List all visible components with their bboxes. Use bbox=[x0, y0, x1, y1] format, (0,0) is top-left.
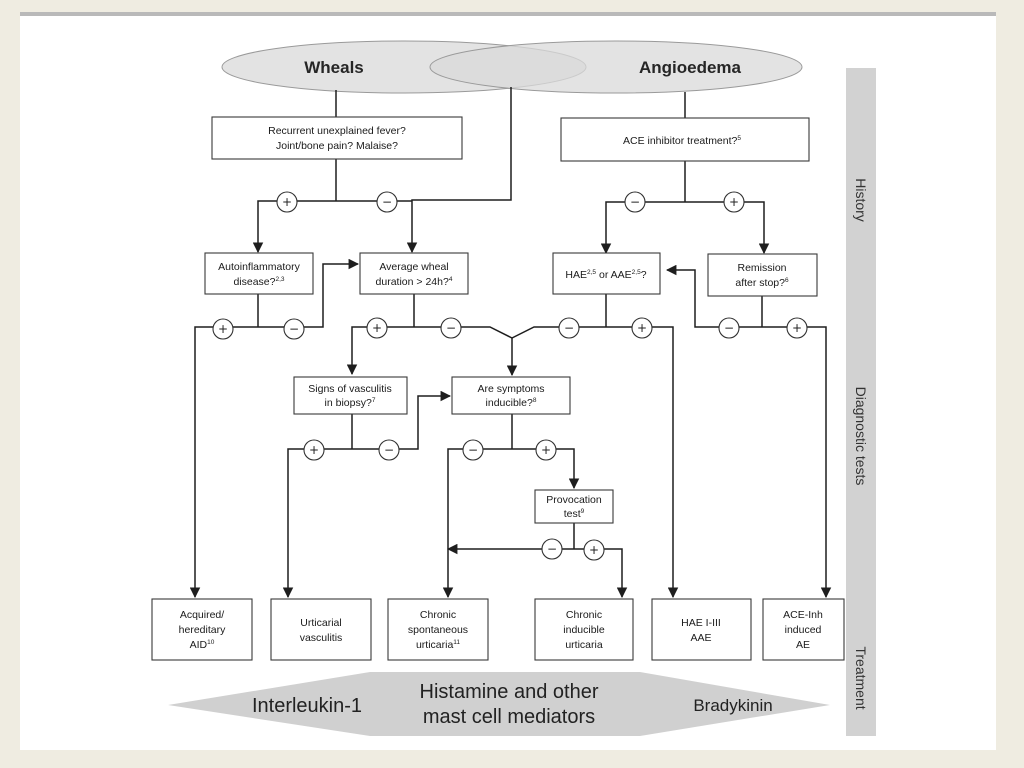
svg-text:HAE I-III: HAE I-III bbox=[681, 617, 721, 629]
svg-text:inducible: inducible bbox=[563, 624, 605, 636]
mediator-bradykinin: Bradykinin bbox=[693, 696, 772, 715]
svg-text:−: − bbox=[382, 195, 392, 209]
svg-text:Signs of vasculitis: Signs of vasculitis bbox=[308, 383, 391, 395]
node-vasculitis-signs: Signs of vasculitis in biopsy?7 bbox=[293, 376, 408, 415]
svg-text:HAE2,5 or AAE2,5?: HAE2,5 or AAE2,5? bbox=[565, 269, 646, 281]
plus-sign: + bbox=[583, 539, 605, 561]
svg-text:Acquired/: Acquired/ bbox=[180, 609, 224, 621]
stage-treatment: Treatment bbox=[853, 646, 869, 709]
svg-text:+: + bbox=[729, 195, 739, 209]
svg-text:hereditary: hereditary bbox=[179, 624, 226, 636]
node-ace-treatment: ACE inhibitor treatment?5 bbox=[560, 117, 810, 162]
svg-text:+: + bbox=[372, 321, 382, 335]
svg-text:Chronic: Chronic bbox=[566, 609, 602, 621]
minus-sign: − bbox=[283, 318, 305, 340]
svg-text:inducible?8: inducible?8 bbox=[486, 397, 537, 409]
svg-text:−: − bbox=[630, 195, 640, 209]
svg-text:−: − bbox=[724, 321, 734, 335]
minus-sign: − bbox=[718, 317, 740, 339]
angioedema-ellipse bbox=[429, 40, 803, 94]
svg-text:−: − bbox=[289, 322, 299, 336]
svg-text:test9: test9 bbox=[564, 508, 585, 520]
plus-sign: + bbox=[535, 439, 557, 461]
svg-text:Autoinflammatory: Autoinflammatory bbox=[218, 261, 300, 273]
minus-sign: − bbox=[440, 317, 462, 339]
svg-text:+: + bbox=[792, 321, 802, 335]
outcome-aid: Acquired/ hereditary AID10 bbox=[151, 598, 253, 661]
svg-text:Joint/bone pain? Malaise?: Joint/bone pain? Malaise? bbox=[276, 140, 398, 152]
stage-history: History bbox=[853, 178, 869, 222]
svg-text:vasculitis: vasculitis bbox=[300, 632, 343, 644]
connectors bbox=[189, 87, 832, 599]
node-autoinflammatory: Autoinflammatory disease?2,3 bbox=[204, 252, 314, 295]
minus-sign: − bbox=[541, 538, 563, 560]
svg-text:urticaria: urticaria bbox=[565, 639, 603, 651]
svg-text:+: + bbox=[637, 321, 647, 335]
mediators-banner bbox=[168, 672, 830, 736]
svg-text:Chronic: Chronic bbox=[420, 609, 456, 621]
svg-text:+: + bbox=[282, 195, 292, 209]
node-inducible: Are symptoms inducible?8 bbox=[451, 376, 571, 415]
mediator-interleukin: Interleukin-1 bbox=[252, 695, 362, 717]
svg-text:duration > 24h?4: duration > 24h?4 bbox=[376, 276, 453, 288]
outcome-urticarial-vasculitis: Urticarial vasculitis bbox=[270, 598, 372, 661]
svg-text:+: + bbox=[309, 443, 319, 457]
plus-sign: + bbox=[723, 191, 745, 213]
plus-sign: + bbox=[276, 191, 298, 213]
svg-text:urticaria11: urticaria11 bbox=[416, 639, 460, 651]
angioedema-label: Angioedema bbox=[639, 58, 742, 77]
svg-text:−: − bbox=[547, 542, 557, 556]
wheals-label: Wheals bbox=[304, 58, 364, 77]
svg-text:+: + bbox=[218, 322, 228, 336]
mediator-histamine-line2: mast cell mediators bbox=[423, 706, 595, 728]
svg-text:disease?2,3: disease?2,3 bbox=[233, 276, 284, 288]
svg-text:Recurrent unexplained fever?: Recurrent unexplained fever? bbox=[268, 125, 406, 137]
minus-sign: − bbox=[624, 191, 646, 213]
minus-sign: − bbox=[376, 191, 398, 213]
outcome-ace-ae: ACE-Inh induced AE bbox=[762, 598, 845, 661]
svg-text:induced: induced bbox=[785, 624, 822, 636]
svg-text:Provocation: Provocation bbox=[546, 494, 602, 506]
outcome-csu: Chronic spontaneous urticaria11 bbox=[387, 598, 489, 661]
plus-sign: + bbox=[303, 439, 325, 461]
svg-text:−: − bbox=[468, 443, 478, 457]
node-provocation: Provocation test9 bbox=[534, 489, 614, 524]
plus-sign: + bbox=[366, 317, 388, 339]
svg-text:ACE inhibitor treatment?5: ACE inhibitor treatment?5 bbox=[623, 135, 741, 147]
node-wheal-duration: Average wheal duration > 24h?4 bbox=[359, 252, 469, 295]
svg-text:−: − bbox=[446, 321, 456, 335]
sign-markers: + − − + + − + − − + − + + − − + − + bbox=[212, 191, 808, 561]
plus-sign: + bbox=[786, 317, 808, 339]
plus-sign: + bbox=[212, 318, 234, 340]
svg-text:−: − bbox=[384, 443, 394, 457]
svg-text:Are symptoms: Are symptoms bbox=[477, 383, 544, 395]
svg-text:AID10: AID10 bbox=[190, 639, 215, 651]
minus-sign: − bbox=[558, 317, 580, 339]
svg-text:in biopsy?7: in biopsy?7 bbox=[325, 397, 376, 409]
outcome-hae-types: HAE I-III AAE bbox=[651, 598, 752, 661]
svg-text:spontaneous: spontaneous bbox=[408, 624, 468, 636]
outcome-ciu: Chronic inducible urticaria bbox=[534, 598, 634, 661]
svg-text:+: + bbox=[541, 443, 551, 457]
minus-sign: − bbox=[378, 439, 400, 461]
plus-sign: + bbox=[631, 317, 653, 339]
svg-text:−: − bbox=[564, 321, 574, 335]
svg-text:AAE: AAE bbox=[690, 632, 711, 644]
stage-bar bbox=[846, 68, 876, 736]
svg-text:after stop?6: after stop?6 bbox=[735, 277, 789, 289]
top-rule bbox=[20, 12, 996, 16]
minus-sign: − bbox=[462, 439, 484, 461]
svg-text:Urticarial: Urticarial bbox=[300, 617, 341, 629]
node-remission: Remission after stop?6 bbox=[707, 253, 818, 297]
node-fever: Recurrent unexplained fever? Joint/bone … bbox=[211, 116, 463, 160]
svg-text:Remission: Remission bbox=[737, 262, 786, 274]
node-hae-aae: HAE2,5 or AAE2,5? bbox=[552, 252, 661, 295]
svg-text:Average wheal: Average wheal bbox=[379, 261, 448, 273]
stage-diagnostic: Diagnostic tests bbox=[853, 387, 869, 486]
mediator-histamine-line1: Histamine and other bbox=[420, 681, 599, 703]
svg-text:ACE-Inh: ACE-Inh bbox=[783, 609, 823, 621]
svg-text:AE: AE bbox=[796, 639, 810, 651]
svg-text:+: + bbox=[589, 543, 599, 557]
